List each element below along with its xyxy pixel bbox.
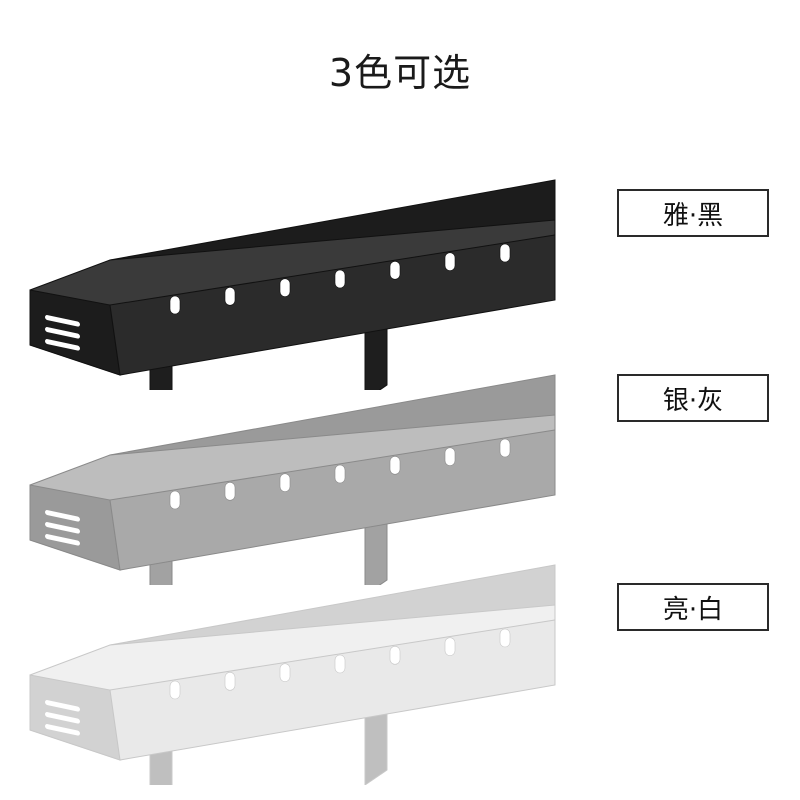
tray-front-wall	[109, 619, 556, 761]
tray-white-image	[0, 525, 600, 785]
cable-slot	[279, 473, 291, 492]
color-label-white[interactable]: 亮·白	[617, 583, 769, 631]
cable-slot	[169, 295, 181, 315]
cable-slot	[389, 456, 401, 475]
end-slot	[45, 534, 80, 546]
cable-slot	[389, 261, 401, 280]
color-label-silver-text: 银·灰	[662, 385, 724, 416]
cable-slot	[334, 654, 346, 674]
tray-front-wall	[109, 234, 556, 376]
end-slot	[45, 339, 80, 351]
tray-black-image	[0, 140, 600, 390]
cable-slot	[499, 628, 511, 648]
cable-slot	[279, 278, 291, 297]
cable-slot	[334, 464, 346, 484]
end-slot	[45, 327, 80, 339]
cable-slot	[499, 243, 511, 263]
end-slot	[45, 700, 80, 712]
cable-slot	[279, 663, 291, 682]
tray-black-drawing	[29, 179, 556, 390]
cable-slot	[389, 646, 401, 665]
cable-slot	[224, 287, 236, 306]
end-slot	[45, 522, 80, 534]
page-title: 3色可选	[328, 51, 472, 95]
cable-slot	[444, 252, 456, 271]
cable-slot	[444, 637, 456, 656]
end-slot	[45, 510, 80, 522]
cable-slot	[334, 269, 346, 289]
cable-slot	[224, 482, 236, 501]
tray-silver-drawing	[29, 374, 556, 585]
color-label-white-text: 亮·白	[662, 594, 724, 625]
cable-slot	[499, 438, 511, 458]
tray-white-drawing	[29, 564, 556, 785]
cable-slot	[224, 672, 236, 691]
end-slot	[45, 315, 80, 327]
color-label-black-text: 雅·黑	[662, 200, 724, 231]
cable-slot	[444, 447, 456, 466]
tray-silver-image	[0, 335, 600, 585]
cable-slot	[169, 680, 181, 700]
color-label-silver[interactable]: 银·灰	[617, 374, 769, 422]
cable-slot	[169, 490, 181, 510]
end-slot	[45, 724, 80, 736]
tray-front-wall	[109, 429, 556, 571]
end-slot	[45, 712, 80, 724]
color-label-black[interactable]: 雅·黑	[617, 189, 769, 237]
